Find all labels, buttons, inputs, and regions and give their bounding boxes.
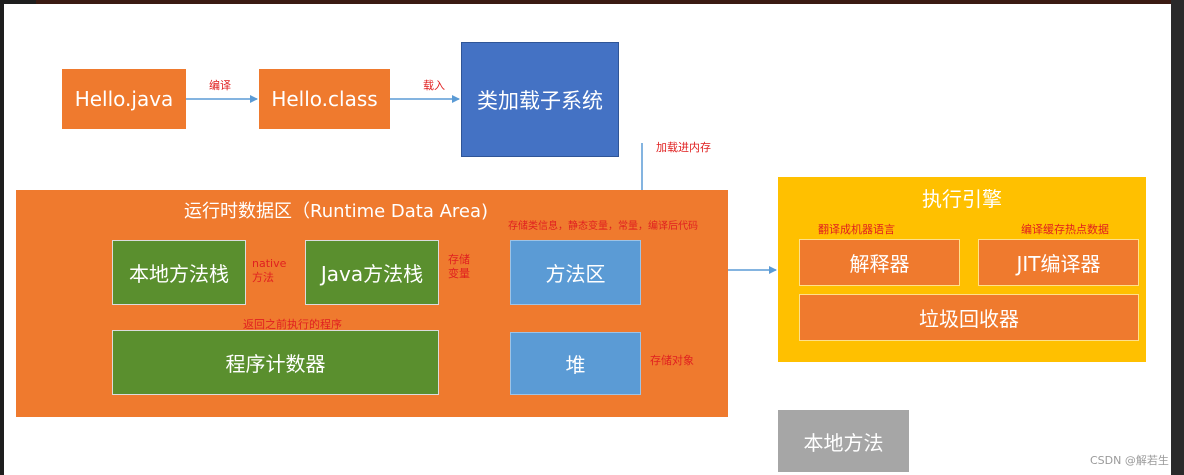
right-scroll-edge bbox=[1171, 0, 1184, 475]
native-stack-box: 本地方法栈 bbox=[112, 240, 246, 305]
load-note: 载入 bbox=[423, 79, 445, 92]
java-stack-box: Java方法栈 bbox=[305, 240, 439, 305]
hello-class-label: Hello.class bbox=[271, 87, 378, 111]
hello-java-box: Hello.java bbox=[62, 69, 186, 129]
top-edge-bar bbox=[36, 0, 1176, 4]
method-area-box: 方法区 bbox=[510, 240, 641, 305]
interpreter-box: 解释器 bbox=[799, 239, 960, 286]
load-memory-note: 加载进内存 bbox=[656, 141, 711, 154]
heap-note: 存储对象 bbox=[650, 354, 694, 367]
class-loader-label: 类加载子系统 bbox=[477, 88, 603, 113]
heap-label: 堆 bbox=[565, 353, 586, 377]
interpreter-label: 解释器 bbox=[849, 252, 910, 276]
jit-compiler-box: JIT编译器 bbox=[978, 239, 1139, 286]
native-note: native 方法 bbox=[252, 257, 287, 284]
interpreter-note: 翻译成机器语言 bbox=[818, 223, 895, 236]
jit-note: 编译缓存热点数据 bbox=[1021, 223, 1109, 236]
garbage-collector-label: 垃圾回收器 bbox=[919, 307, 1019, 331]
method-area-note: 存储类信息，静态变量，常量，编译后代码 bbox=[508, 221, 698, 232]
garbage-collector-box: 垃圾回收器 bbox=[799, 294, 1139, 341]
jit-compiler-label: JIT编译器 bbox=[1016, 252, 1101, 276]
execution-engine-title: 执行引擎 bbox=[922, 187, 1002, 211]
hello-class-box: Hello.class bbox=[259, 69, 390, 129]
native-method-label: 本地方法 bbox=[803, 430, 884, 455]
java-stack-label: Java方法栈 bbox=[320, 262, 424, 286]
class-loader-box: 类加载子系统 bbox=[461, 42, 619, 157]
native-stack-label: 本地方法栈 bbox=[129, 262, 229, 286]
program-counter-label: 程序计数器 bbox=[225, 352, 326, 376]
heap-box: 堆 bbox=[510, 332, 641, 395]
program-counter-box: 程序计数器 bbox=[112, 330, 439, 395]
watermark: CSDN @解若生 bbox=[1090, 454, 1169, 467]
runtime-title: 运行时数据区（Runtime Data Area) bbox=[184, 201, 489, 222]
pc-note: 返回之前执行的程序 bbox=[243, 318, 342, 331]
hello-java-label: Hello.java bbox=[74, 87, 174, 111]
compile-note: 编译 bbox=[209, 79, 231, 92]
java-stack-note: 存储 变量 bbox=[448, 253, 470, 280]
method-area-label: 方法区 bbox=[545, 262, 606, 286]
native-method-box: 本地方法 bbox=[778, 410, 909, 472]
